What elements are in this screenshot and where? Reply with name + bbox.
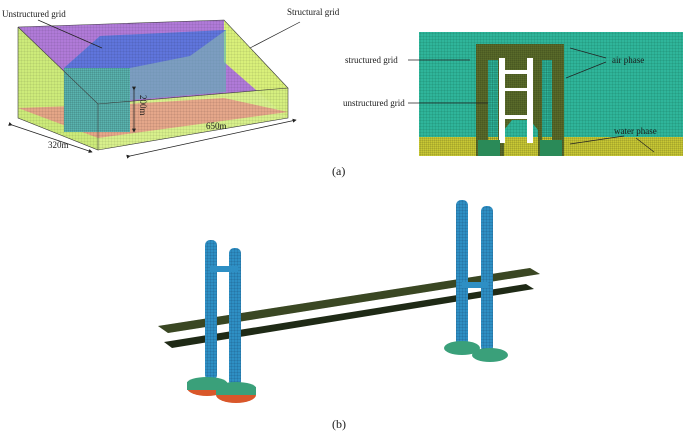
tower-beam-low xyxy=(499,115,533,119)
foundation-right xyxy=(540,140,562,156)
height-dimension-label: 200m xyxy=(138,95,148,116)
unstructured-section-label: unstructured grid xyxy=(343,98,405,108)
air-leader-2 xyxy=(565,61,607,79)
caption-a: (a) xyxy=(332,164,345,178)
unstructured-grid-label: Unstructured grid xyxy=(2,9,66,19)
tower-beam-top xyxy=(499,70,533,74)
structural-leader xyxy=(249,21,301,49)
tower-column-left xyxy=(499,58,505,143)
unstructured-leader xyxy=(37,19,103,49)
air-leader-1 xyxy=(569,47,607,59)
structured-grid-label: structured grid xyxy=(345,55,398,65)
caption-b: (b) xyxy=(332,417,346,431)
foundation-left xyxy=(478,140,500,156)
tower-beam-mid xyxy=(499,88,533,91)
water-phase-label: water phase xyxy=(614,126,657,136)
air-phase-label: air phase xyxy=(612,55,644,65)
right-tower xyxy=(444,200,508,362)
dimension-lines xyxy=(8,86,297,159)
bridge-deck-upper xyxy=(158,268,540,333)
bridge-deck-lower xyxy=(164,284,534,348)
water-leader-1 xyxy=(569,135,625,145)
water-leader-2 xyxy=(635,137,655,153)
right-foot-back xyxy=(444,341,480,355)
right-foot-front xyxy=(472,348,508,362)
structural-grid-label: Structural grid xyxy=(287,7,340,17)
width-dimension-label: 320m xyxy=(48,140,69,150)
section-view xyxy=(419,32,683,156)
left-tower xyxy=(187,240,256,403)
bridge-mesh xyxy=(158,200,540,403)
length-dimension-label: 650m xyxy=(206,121,227,131)
tower-column-right xyxy=(527,58,533,143)
